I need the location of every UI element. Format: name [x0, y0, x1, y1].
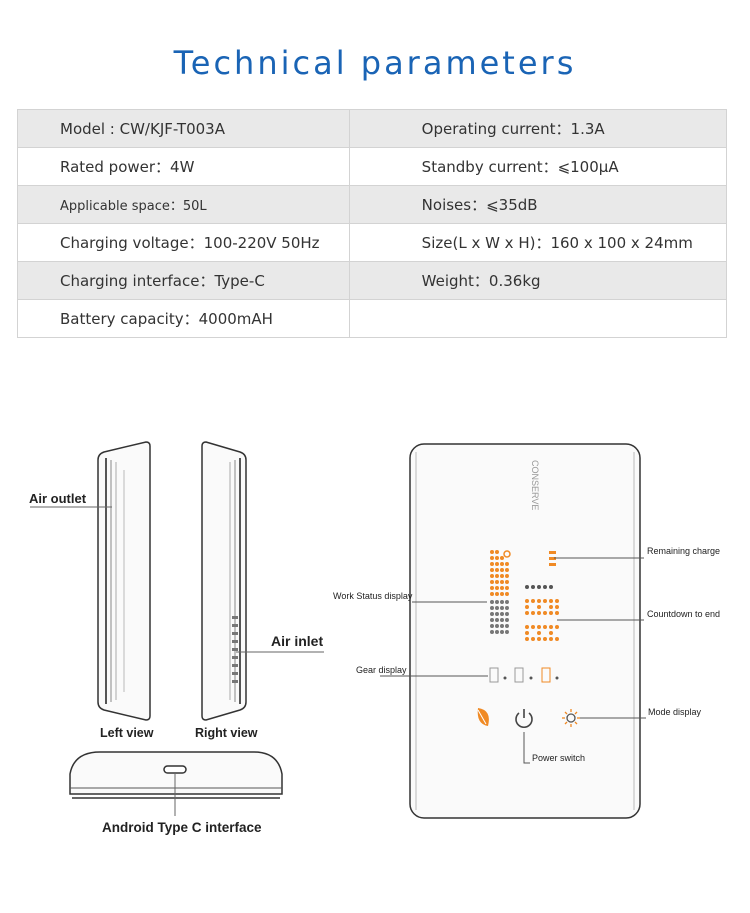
gear-display-label: Gear display [356, 665, 407, 675]
work-status-label: Work Status display [333, 591, 413, 601]
power-switch-label: Power switch [532, 753, 585, 763]
brand-logo-text: CONSERVE [530, 460, 540, 510]
param-cell: Standby current：⩽100μA [348, 147, 728, 186]
param-cell: Operating current：1.3A [348, 109, 728, 148]
table-row: Applicable space：50L Noises：⩽35dB [17, 185, 728, 224]
page-title: Technical parameters [173, 44, 577, 82]
param-cell: Rated power：4W [17, 147, 350, 186]
param-cell: Applicable space：50L [17, 185, 350, 224]
type-c-port-icon [163, 765, 187, 774]
right-view-label: Right view [195, 726, 258, 740]
dot-matrix-display [490, 550, 559, 641]
left-view-device [97, 441, 151, 721]
table-row: Charging voltage：100-220V 50Hz Size(L x … [17, 223, 728, 262]
param-cell: Size(L x W x H)：160 x 100 x 24mm [348, 223, 728, 262]
air-inlet-label: Air inlet [271, 633, 323, 649]
gear-display [489, 667, 559, 683]
product-diagram: Air outlet Air inlet Left view Right vie… [29, 441, 720, 835]
param-cell: Noises：⩽35dB [348, 185, 728, 224]
mode-display-label: Mode display [648, 707, 702, 717]
mode-sun-icon [562, 709, 580, 727]
param-cell [348, 299, 728, 338]
param-cell: Charging interface：Type-C [17, 261, 350, 300]
table-row: Model : CW/KJF-T003A Operating current：1… [17, 109, 728, 148]
param-cell: Battery capacity：4000mAH [17, 299, 350, 338]
remaining-charge-label: Remaining charge [647, 546, 720, 556]
parameters-table: Model : CW/KJF-T003A Operating current：1… [17, 109, 728, 338]
countdown-label: Countdown to end [647, 609, 720, 619]
param-cell: Model : CW/KJF-T003A [17, 109, 350, 148]
leaf-icon [477, 708, 489, 726]
param-cell: Charging voltage：100-220V 50Hz [17, 223, 350, 262]
table-row: Rated power：4W Standby current：⩽100μA [17, 147, 728, 186]
power-switch-icon [515, 709, 533, 728]
type-c-label: Android Type C interface [102, 820, 262, 835]
param-cell: Weight：0.36kg [348, 261, 728, 300]
table-row: Charging interface：Type-C Weight：0.36kg [17, 261, 728, 300]
air-outlet-label: Air outlet [29, 491, 87, 506]
table-row: Battery capacity：4000mAH [17, 299, 728, 338]
front-view-device: CONSERVE [409, 443, 641, 819]
left-view-label: Left view [100, 726, 154, 740]
right-view-device [201, 441, 247, 721]
bottom-view-device [69, 751, 283, 799]
